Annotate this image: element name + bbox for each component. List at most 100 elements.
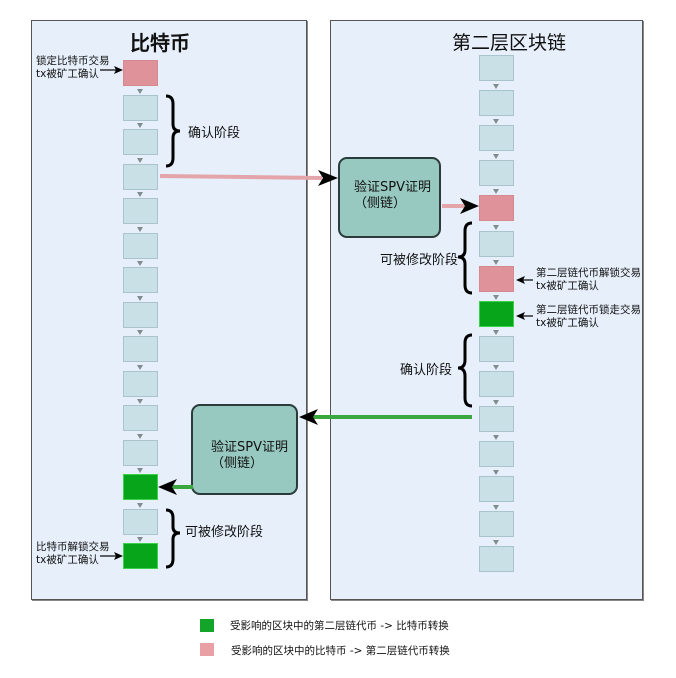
bitcoin-lock-tx-label: 锁定比特币交易 tx被矿工确认 (36, 55, 110, 81)
block (479, 230, 514, 257)
chain-link-arrow-icon (493, 540, 499, 546)
block (479, 125, 514, 152)
left-brace-icon (165, 94, 181, 168)
label-line: 第二层链代币锁走交易 (536, 304, 641, 316)
legend-swatch-green (200, 619, 214, 632)
block (479, 55, 514, 81)
left-brace-icon (165, 508, 181, 569)
bitcoin-confirm-phase-label: 确认阶段 (188, 126, 241, 141)
block (123, 370, 158, 397)
arrowhead-icon (460, 198, 479, 214)
chain-link-arrow-icon (493, 119, 499, 125)
annotation-arrow-icon (516, 276, 525, 284)
spv-box-line: （侧链） (211, 456, 264, 471)
chain-link-arrow-icon (137, 364, 143, 370)
block (479, 511, 514, 538)
chain-link-arrow-icon (493, 470, 499, 476)
block (479, 476, 514, 503)
arrowhead-icon (158, 479, 177, 495)
chain-link-arrow-icon (493, 84, 499, 90)
chain-link-arrow-icon (493, 294, 499, 300)
block (123, 336, 158, 362)
spv-proof-box-mainchain: 验证SPV证明 （侧链） (191, 404, 298, 495)
bitcoin-modifiable-phase-label: 可被修改阶段 (185, 525, 264, 540)
label-line: 比特币解锁交易 (36, 541, 110, 553)
chain-link-arrow-icon (137, 192, 143, 197)
block (123, 198, 158, 224)
pink-connector-line (159, 174, 323, 180)
block (479, 90, 514, 117)
spv-box-text: 验证SPV证明 （侧链） (211, 440, 288, 472)
arrowhead-icon (318, 170, 338, 186)
layer2-lock-tx-label: 第二层链代币锁走交易 tx被矿工确认 (536, 304, 641, 330)
annotation-arrow-icon (114, 552, 123, 560)
chain-link-arrow-icon (493, 154, 499, 160)
right-brace-icon (457, 221, 473, 295)
chain-link-arrow-icon (137, 261, 143, 266)
pink-block (123, 60, 158, 86)
label-line: tx被矿工确认 (536, 317, 599, 329)
bitcoin-unlock-tx-label: 比特币解锁交易 tx被矿工确认 (36, 541, 110, 567)
pink-block (479, 195, 514, 222)
chain-link-arrow-icon (137, 433, 143, 439)
chain-link-arrow-icon (137, 502, 143, 508)
chain-link-arrow-icon (137, 226, 143, 232)
chain-link-arrow-icon (137, 468, 143, 473)
chain-link-arrow-icon (493, 400, 499, 405)
annotation-arrow-icon (516, 312, 525, 320)
layer2-modifiable-phase-label: 可被修改阶段 (380, 253, 459, 268)
spv-box-line: （侧链） (354, 196, 407, 211)
arrowhead-icon (299, 409, 318, 425)
spv-box-text: 验证SPV证明 （侧链） (354, 180, 431, 212)
label-line: 第二层链代币解锁交易 (536, 267, 641, 279)
label-line: 锁定比特币交易 (36, 55, 110, 67)
chain-link-arrow-icon (493, 364, 499, 370)
block (123, 163, 158, 190)
chain-link-arrow-icon (137, 295, 143, 301)
block (123, 129, 158, 155)
bitcoin-chain-title: 比特币 (130, 31, 190, 55)
block (479, 406, 514, 432)
bitcoin-chain-panel (31, 20, 307, 600)
block (123, 439, 158, 466)
block (123, 405, 158, 431)
block (123, 232, 158, 259)
label-line: tx被矿工确认 (536, 280, 599, 292)
chain-link-arrow-icon (137, 330, 143, 335)
green-block (123, 474, 158, 500)
block (479, 370, 514, 397)
chain-link-arrow-icon (493, 505, 499, 511)
block (479, 546, 514, 573)
block (479, 441, 514, 468)
layer2-chain-title: 第二层区块链 (452, 32, 567, 54)
right-brace-icon (457, 333, 473, 408)
block (479, 335, 514, 362)
spv-proof-box-sidechain: 验证SPV证明 （侧链） (338, 157, 441, 238)
chain-link-arrow-icon (493, 189, 499, 195)
chain-link-arrow-icon (137, 399, 143, 404)
chain-link-arrow-icon (137, 537, 143, 542)
chain-link-arrow-icon (493, 259, 499, 265)
chain-link-arrow-icon (493, 329, 499, 335)
label-line: tx被矿工确认 (36, 68, 99, 80)
chain-link-arrow-icon (493, 224, 499, 230)
chain-link-arrow-icon (137, 123, 143, 128)
block (123, 301, 158, 328)
block (479, 160, 514, 187)
green-block (123, 543, 158, 569)
block (123, 267, 158, 293)
chain-link-arrow-icon (493, 435, 499, 441)
label-line: tx被矿工确认 (36, 554, 99, 566)
chain-link-arrow-icon (137, 157, 143, 163)
spv-box-line: 验证SPV证明 (211, 440, 288, 455)
annotation-arrow-icon (114, 66, 123, 74)
layer2-unlock-tx-label: 第二层链代币解锁交易 tx被矿工确认 (536, 267, 641, 293)
legend-text-l2-to-btc: 受影响的区块中的第二层链代币 -> 比特币转换 (230, 620, 449, 632)
legend-text-btc-to-l2: 受影响的区块中的比特币 -> 第二层链代币转换 (231, 645, 450, 657)
layer2-confirm-phase-label: 确认阶段 (400, 363, 453, 378)
pink-block (479, 265, 514, 292)
green-block (479, 300, 514, 327)
block (123, 508, 158, 535)
block (123, 94, 158, 121)
